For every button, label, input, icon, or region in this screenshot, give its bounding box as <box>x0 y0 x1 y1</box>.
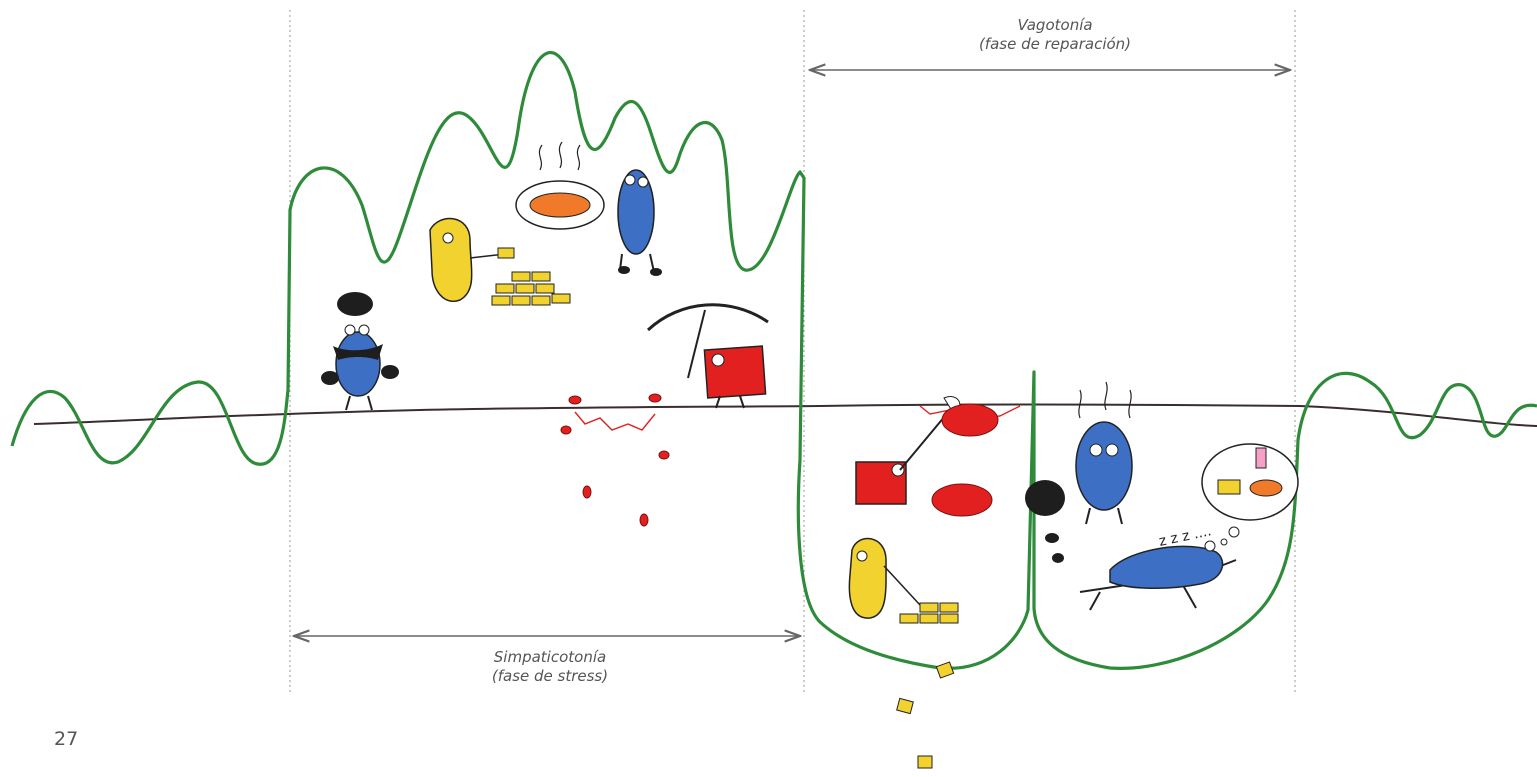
food-plate <box>515 141 605 230</box>
red-character-with-pickaxe <box>646 303 769 409</box>
baseline <box>33 403 1537 427</box>
page-number: 27 <box>54 728 79 750</box>
yellow-character-with-gold <box>429 217 571 306</box>
thought-bubble <box>1201 443 1299 546</box>
crack-left <box>574 411 656 431</box>
biphasic-curve <box>10 51 1537 670</box>
blue-character-with-plate <box>617 169 662 276</box>
red-character-with-shovel <box>855 396 999 517</box>
simpaticotonia-label: Simpaticotonía (fase de stress) <box>450 648 650 686</box>
resting-character <box>1079 540 1237 611</box>
yellow-character-with-bars <box>848 537 959 769</box>
simpaticotonia-title: Simpaticotonía <box>493 648 607 666</box>
vagotonia-title: Vagotonía <box>1017 16 1093 34</box>
vagotonia-subtitle: (fase de reparación) <box>978 35 1132 53</box>
blue-sweating-character <box>1075 381 1133 525</box>
red-debris <box>560 393 670 527</box>
black-lumps <box>1025 480 1065 563</box>
shivering-character <box>321 292 399 411</box>
simpaticotonia-subtitle: (fase de stress) <box>491 667 609 685</box>
vagotonia-label: Vagotonía (fase de reparación) <box>950 16 1160 54</box>
